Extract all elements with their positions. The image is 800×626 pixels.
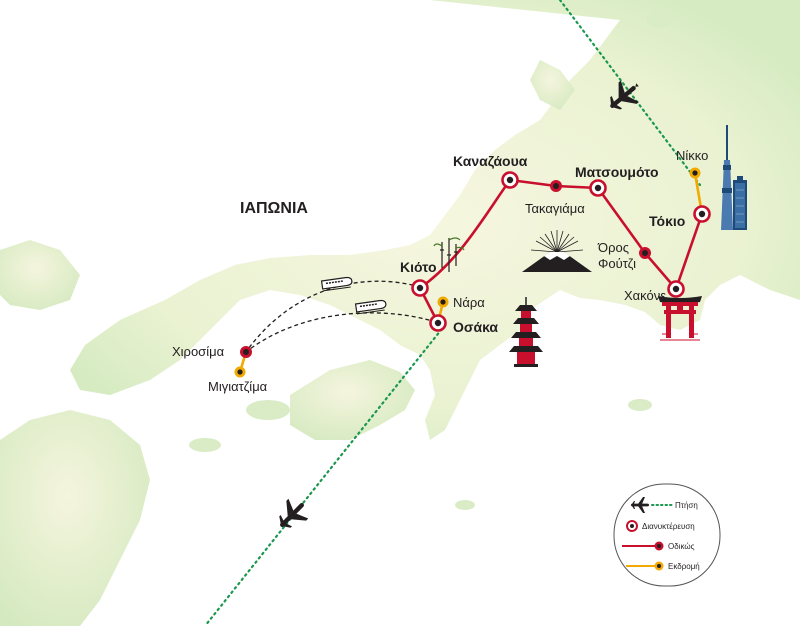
marker-miyajima[interactable] [234, 366, 246, 378]
marker-kanazawa[interactable] [501, 171, 519, 189]
small-island [189, 438, 221, 452]
marker-osaka[interactable] [429, 314, 447, 332]
kyushu-island [0, 410, 150, 626]
label-hakone: Χακόνε [624, 288, 666, 303]
road-markers [240, 180, 651, 358]
shikoku-island [290, 360, 415, 440]
small-island [628, 399, 652, 411]
place-labels: ΙΑΠΩΝΙΑ Νίκκο Τόκιο Ματσουμότο Τακαγιάμα… [172, 148, 708, 394]
label-fuji: Όρος Φούτζι [597, 240, 636, 271]
label-miyajima: Μιγιατζίμα [208, 379, 268, 394]
label-kanazawa: Καναζάουα [453, 153, 528, 169]
small-island [246, 400, 290, 420]
label-nara: Νάρα [453, 295, 485, 310]
legend-road-label: Οδικώς [668, 542, 695, 551]
marker-hiroshima[interactable] [240, 346, 252, 358]
legend-excursion-label: Εκδρομή [668, 562, 700, 571]
label-takayama: Τακαγιάμα [525, 201, 585, 216]
label-fuji-line2: Φούτζι [598, 256, 636, 271]
tokyo-tower-icon [721, 125, 747, 230]
train-icon [320, 276, 353, 292]
marker-nara[interactable] [437, 296, 449, 308]
legend-box [613, 483, 721, 587]
mount-fuji-icon [522, 230, 592, 272]
label-tokyo: Τόκιο [649, 213, 685, 229]
legend: Πτήση Διανυκτέρευση Οδικώς Εκδρομή [613, 483, 721, 587]
marker-kyoto[interactable] [411, 279, 429, 297]
marker-matsumoto[interactable] [589, 179, 607, 197]
legend-overnight-label: Διανυκτέρευση [642, 522, 695, 531]
small-island [646, 12, 674, 28]
airplane-icon [610, 80, 639, 110]
bamboo-icon [433, 237, 465, 272]
marker-fuji[interactable] [639, 247, 651, 259]
train-route-osaka-hiroshima [245, 312, 437, 353]
marker-takayama[interactable] [550, 180, 562, 192]
western-honshu [0, 240, 80, 310]
legend-airplane-icon [631, 497, 649, 513]
label-hiroshima: Χιροσίμα [172, 344, 225, 359]
torii-gate-icon [658, 296, 702, 341]
label-fuji-line1: Όρος [597, 240, 629, 255]
airplane-icon [279, 498, 309, 528]
legend-overnight-marker [626, 520, 638, 532]
legend-flight-label: Πτήση [675, 501, 698, 510]
legend-excursion-marker [654, 561, 664, 571]
marker-nikko[interactable] [689, 167, 701, 179]
label-kyoto: Κιότο [400, 259, 437, 275]
pagoda-icon [509, 297, 543, 367]
legend-road-marker [654, 541, 664, 551]
label-nikko: Νίκκο [676, 148, 708, 163]
road-route [418, 178, 704, 324]
marker-hakone[interactable] [667, 280, 685, 298]
excursion-markers [234, 167, 701, 378]
marker-tokyo[interactable] [693, 205, 711, 223]
northern-coast [530, 60, 575, 110]
train-icon [354, 299, 387, 315]
label-osaka: Οσάκα [453, 319, 498, 335]
label-matsumoto: Ματσουμότο [575, 164, 659, 180]
small-island [455, 500, 475, 510]
honshu-island [70, 0, 800, 440]
flight-route-osaka [203, 323, 447, 626]
country-label: ΙΑΠΩΝΙΑ [240, 200, 308, 217]
overnight-markers [411, 171, 711, 332]
